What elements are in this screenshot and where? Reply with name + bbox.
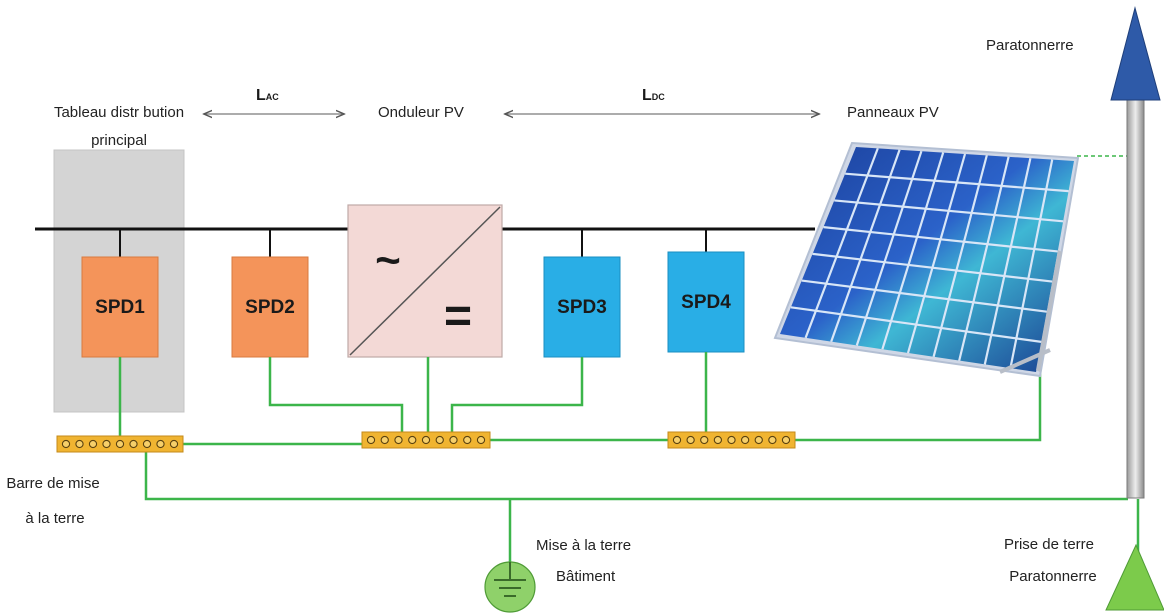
spd4-label: SPD4	[681, 292, 731, 313]
panel-grid-line	[823, 226, 1058, 253]
terminal-screw	[768, 435, 777, 445]
terminal-screw	[169, 439, 179, 449]
spd3-box	[543, 256, 621, 358]
ac-distance-sub: AC	[266, 92, 279, 102]
ac-distance-main: L	[256, 87, 266, 104]
dc-symbol: =	[444, 290, 472, 343]
solar-panel	[773, 141, 1080, 378]
rod-earth-label-line2: Paratonnerre	[1009, 568, 1097, 585]
panel-grid-line	[804, 148, 879, 339]
earth-bar-label-line2: à la terre	[25, 510, 84, 527]
earth-bar-right	[667, 431, 796, 449]
lightning-rod-arrow	[1110, 6, 1161, 101]
terminal-screw	[142, 439, 152, 449]
building-earth-wire	[144, 450, 1128, 501]
spd4-box	[667, 251, 745, 353]
dc-distance-label: LDC	[642, 87, 665, 104]
panel-grid-line	[906, 153, 967, 354]
terminal-screw	[61, 439, 71, 449]
terminal-screw	[672, 435, 682, 445]
dc-distance-main: L	[642, 87, 652, 104]
terminal-screw	[88, 439, 98, 449]
inverter-device: ~ =	[347, 204, 503, 358]
panel-stand	[1036, 250, 1062, 372]
spd1-label: SPD1	[95, 297, 145, 318]
terminal-screw	[449, 435, 458, 445]
building-earth-symbol	[484, 561, 536, 613]
panel-grid-line	[1009, 159, 1054, 369]
rod-earth-triangle	[1105, 543, 1164, 611]
panel-grid-line	[812, 252, 1053, 283]
spd3-label: SPD3	[557, 297, 607, 318]
terminal-screw	[700, 435, 709, 445]
earth-bar-label-line1: Barre de mise	[6, 475, 99, 492]
terminal-screw	[421, 435, 431, 445]
panels-label: Panneaux PV	[847, 104, 939, 121]
terminal-screw	[394, 435, 403, 445]
spd2-earth-wire	[268, 357, 404, 441]
earth-bar-middle	[361, 431, 491, 449]
terminal-screw	[713, 435, 723, 445]
panel-grid-line	[932, 155, 988, 358]
panel-grid-line	[958, 156, 1010, 361]
panel-grid-line	[845, 172, 1069, 193]
terminal-screw	[476, 435, 486, 445]
spd3-earth-wire	[450, 357, 584, 441]
panel-grid	[790, 148, 1069, 369]
panel-grid-line	[834, 199, 1064, 223]
spd2-label: SPD2	[245, 297, 295, 318]
dc-distance-sub: DC	[652, 92, 665, 102]
spd4-device: SPD4	[667, 251, 745, 353]
earth-bar-right-terminals	[672, 435, 791, 445]
spd2-device: SPD2	[231, 256, 309, 358]
panel-grid-line	[983, 157, 1032, 365]
earth-bar-main	[56, 435, 184, 453]
terminal-screw	[781, 435, 791, 445]
earth-bar-main-terminals	[61, 439, 179, 449]
inverter-label: Onduleur PV	[378, 104, 464, 121]
terminal-screw	[102, 439, 111, 449]
building-earth-label-line1: Mise à la terre	[536, 537, 631, 554]
terminal-screw	[727, 435, 736, 445]
terminal-screw	[463, 435, 472, 445]
terminal-screw	[129, 439, 138, 449]
lightning-rod-label: Paratonnerre	[986, 37, 1074, 54]
panel-grid-line	[881, 152, 945, 350]
main-panel-label-line2: principal	[91, 132, 147, 149]
panel-grid-line	[830, 149, 901, 342]
terminal-screw	[115, 439, 125, 449]
terminal-screw	[435, 435, 444, 445]
panel-frame-earth-wire	[795, 368, 1042, 442]
terminal-screw	[408, 435, 417, 445]
terminal-screw	[686, 435, 695, 445]
inverter-diagonal	[349, 206, 501, 356]
terminal-screw	[740, 435, 750, 445]
main-panel-label-line1: Tableau distr bution	[54, 104, 184, 121]
spd1-device: SPD1	[81, 256, 159, 358]
rod-earth-label-line1: Prise de terre	[1004, 536, 1094, 553]
terminal-screw	[156, 439, 165, 449]
panel-grid-line	[801, 279, 1047, 313]
terminal-screw	[75, 439, 84, 449]
earth-bar-middle-terminals	[366, 435, 486, 445]
ac-symbol: ~	[375, 236, 401, 285]
panel-grid-line	[855, 150, 923, 346]
terminal-screw	[754, 435, 763, 445]
spd2-box	[231, 256, 309, 358]
terminal-screw	[366, 435, 376, 445]
building-earth-label-line2: Bâtiment	[556, 568, 616, 585]
ac-distance-label: LAC	[256, 87, 279, 104]
spd3-device: SPD3	[543, 256, 621, 358]
terminal-screw	[380, 435, 389, 445]
panel-stand-base	[999, 348, 1051, 374]
panel-grid-line	[790, 306, 1042, 343]
lightning-rod-pole	[1126, 99, 1145, 499]
